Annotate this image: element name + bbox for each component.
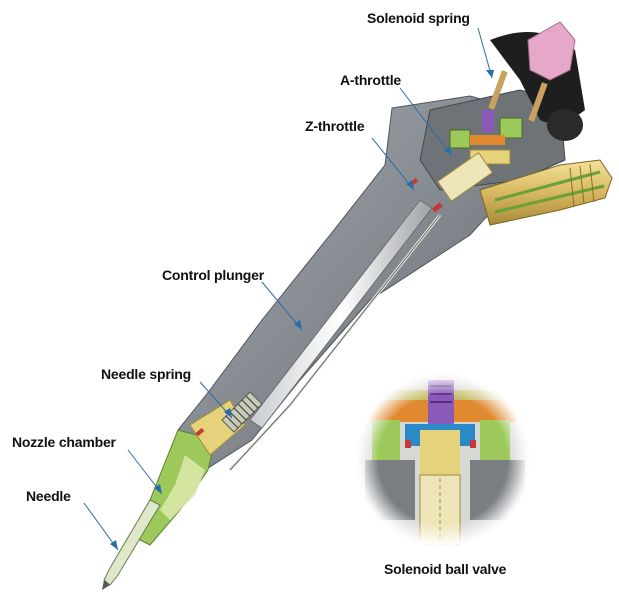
leader-a-throttle — [399, 87, 453, 157]
leader-needle — [83, 502, 119, 551]
label-a-throttle: A-throttle — [340, 72, 401, 88]
leader-lines — [83, 27, 493, 551]
connector-plug — [527, 21, 576, 81]
label-solenoid-ball-valve: Solenoid ball valve — [384, 561, 507, 577]
leader-z-throttle — [371, 137, 415, 191]
solenoid-head — [419, 21, 613, 226]
label-z-throttle: Z-throttle — [305, 118, 365, 134]
label-needle-spring: Needle spring — [101, 366, 191, 382]
needle-spring — [221, 391, 263, 433]
label-solenoid-spring: Solenoid spring — [367, 10, 470, 26]
solenoid-ball-valve-inset — [357, 374, 529, 546]
leader-solenoid-spring — [477, 27, 493, 79]
leader-arrowheads — [110, 70, 494, 550]
label-nozzle-chamber: Nozzle chamber — [12, 434, 116, 450]
label-control-plunger: Control plunger — [162, 267, 264, 283]
fuel-inlet-fitting — [479, 159, 613, 226]
label-needle: Needle — [26, 488, 71, 504]
control-plunger — [249, 199, 433, 429]
leader-control-plunger — [261, 281, 303, 331]
injector-body — [102, 95, 521, 590]
